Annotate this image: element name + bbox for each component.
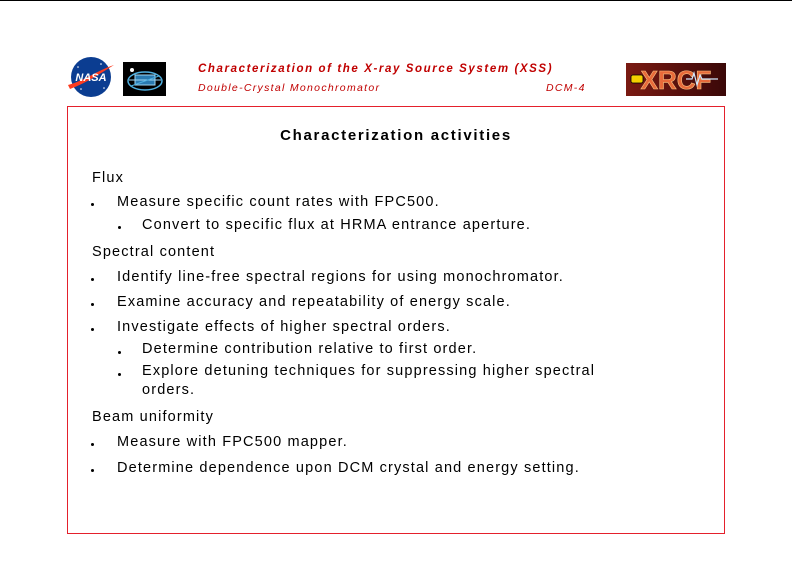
sub-list-item: Determine contribution relative to first… (142, 341, 478, 357)
bullet-marker (91, 443, 94, 446)
sub-list-item: Explore detuning techniques for suppress… (142, 363, 596, 379)
content-box: Characterization activities Flux Measure… (67, 106, 725, 534)
section-heading-spectral-content: Spectral content (92, 244, 216, 260)
header-subtitle: Double-Crystal Monochromator (198, 82, 381, 94)
list-item: Determine dependence upon DCM crystal an… (117, 460, 580, 476)
xrcf-logo-text: XRCF (641, 65, 712, 95)
bullet-marker (91, 278, 94, 281)
list-item: Identify line-free spectral regions for … (117, 269, 564, 285)
satellite-logo (123, 62, 166, 96)
list-item: Measure specific count rates with FPC500… (117, 194, 440, 210)
sub-bullet-marker (118, 351, 121, 354)
activity-list: Flux Measure specific count rates with F… (68, 107, 724, 533)
sub-bullet-marker (118, 373, 121, 376)
nasa-logo-text: NASA (75, 72, 106, 84)
header-title: Characterization of the X-ray Source Sys… (198, 63, 554, 75)
nasa-logo: NASA (68, 57, 114, 97)
section-heading-beam-uniformity: Beam uniformity (92, 409, 215, 425)
bullet-marker (91, 469, 94, 472)
header-code: DCM-4 (546, 82, 586, 94)
bullet-marker (91, 303, 94, 306)
sub-bullet-marker (118, 226, 121, 229)
section-heading-flux: Flux (92, 170, 124, 186)
top-rule (0, 0, 792, 1)
sub-list-item: Convert to specific flux at HRMA entranc… (142, 217, 532, 233)
slide-title: Characterization activities (280, 127, 512, 144)
bullet-marker (91, 203, 94, 206)
list-item: Examine accuracy and repeatability of en… (117, 294, 511, 310)
list-item: Investigate effects of higher spectral o… (117, 319, 451, 335)
sub-list-item-continuation: orders. (142, 382, 196, 398)
xrcf-logo: XRCF (626, 63, 726, 96)
list-item: Measure with FPC500 mapper. (117, 434, 348, 450)
bullet-marker (91, 328, 94, 331)
